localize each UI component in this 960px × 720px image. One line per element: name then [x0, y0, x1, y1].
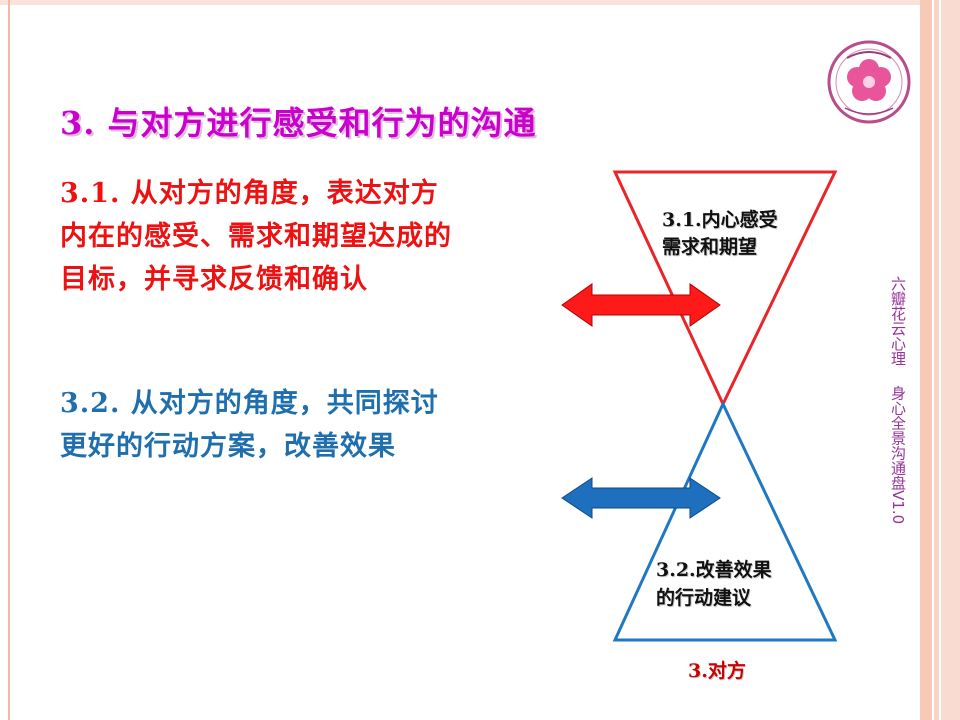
bottom-triangle-label-line-1: 3.2.改善效果 [656, 559, 772, 581]
right-decor-stripe [941, 0, 960, 720]
diagram-footer-label: 3.对方 [688, 660, 746, 682]
bottom-triangle-label-line-2: 的行动建议 [656, 587, 752, 609]
point-actions: 3.2. 从对方的角度，共同探讨更好的行动方案，改善效果 [60, 388, 439, 462]
right-decor-stripe [934, 0, 939, 720]
actions-double-arrow-icon [561, 477, 721, 519]
vertical-caption: 六瓣花云心理 身心全景沟通盘V1.0 [889, 276, 907, 525]
left-decor-rule [8, 0, 10, 720]
page-title: 3. 与对方进行感受和行为的沟通 [60, 104, 537, 142]
hourglass-diagram [561, 170, 838, 642]
bottom-triangle [612, 400, 838, 642]
top-triangle-label-line-2: 需求和期望 [662, 236, 758, 258]
right-decor-stripe [920, 0, 932, 720]
top-decor-bar [0, 0, 920, 5]
point-feelings: 3.1. 从对方的角度，表达对方内在的感受、需求和期望达成的目标，并寻求反馈和确… [60, 178, 452, 295]
top-triangle [612, 170, 838, 408]
top-triangle-label-line-1: 3.1.内心感受 [662, 209, 778, 231]
flower-logo-icon [827, 40, 911, 124]
feelings-double-arrow-icon [561, 283, 721, 327]
